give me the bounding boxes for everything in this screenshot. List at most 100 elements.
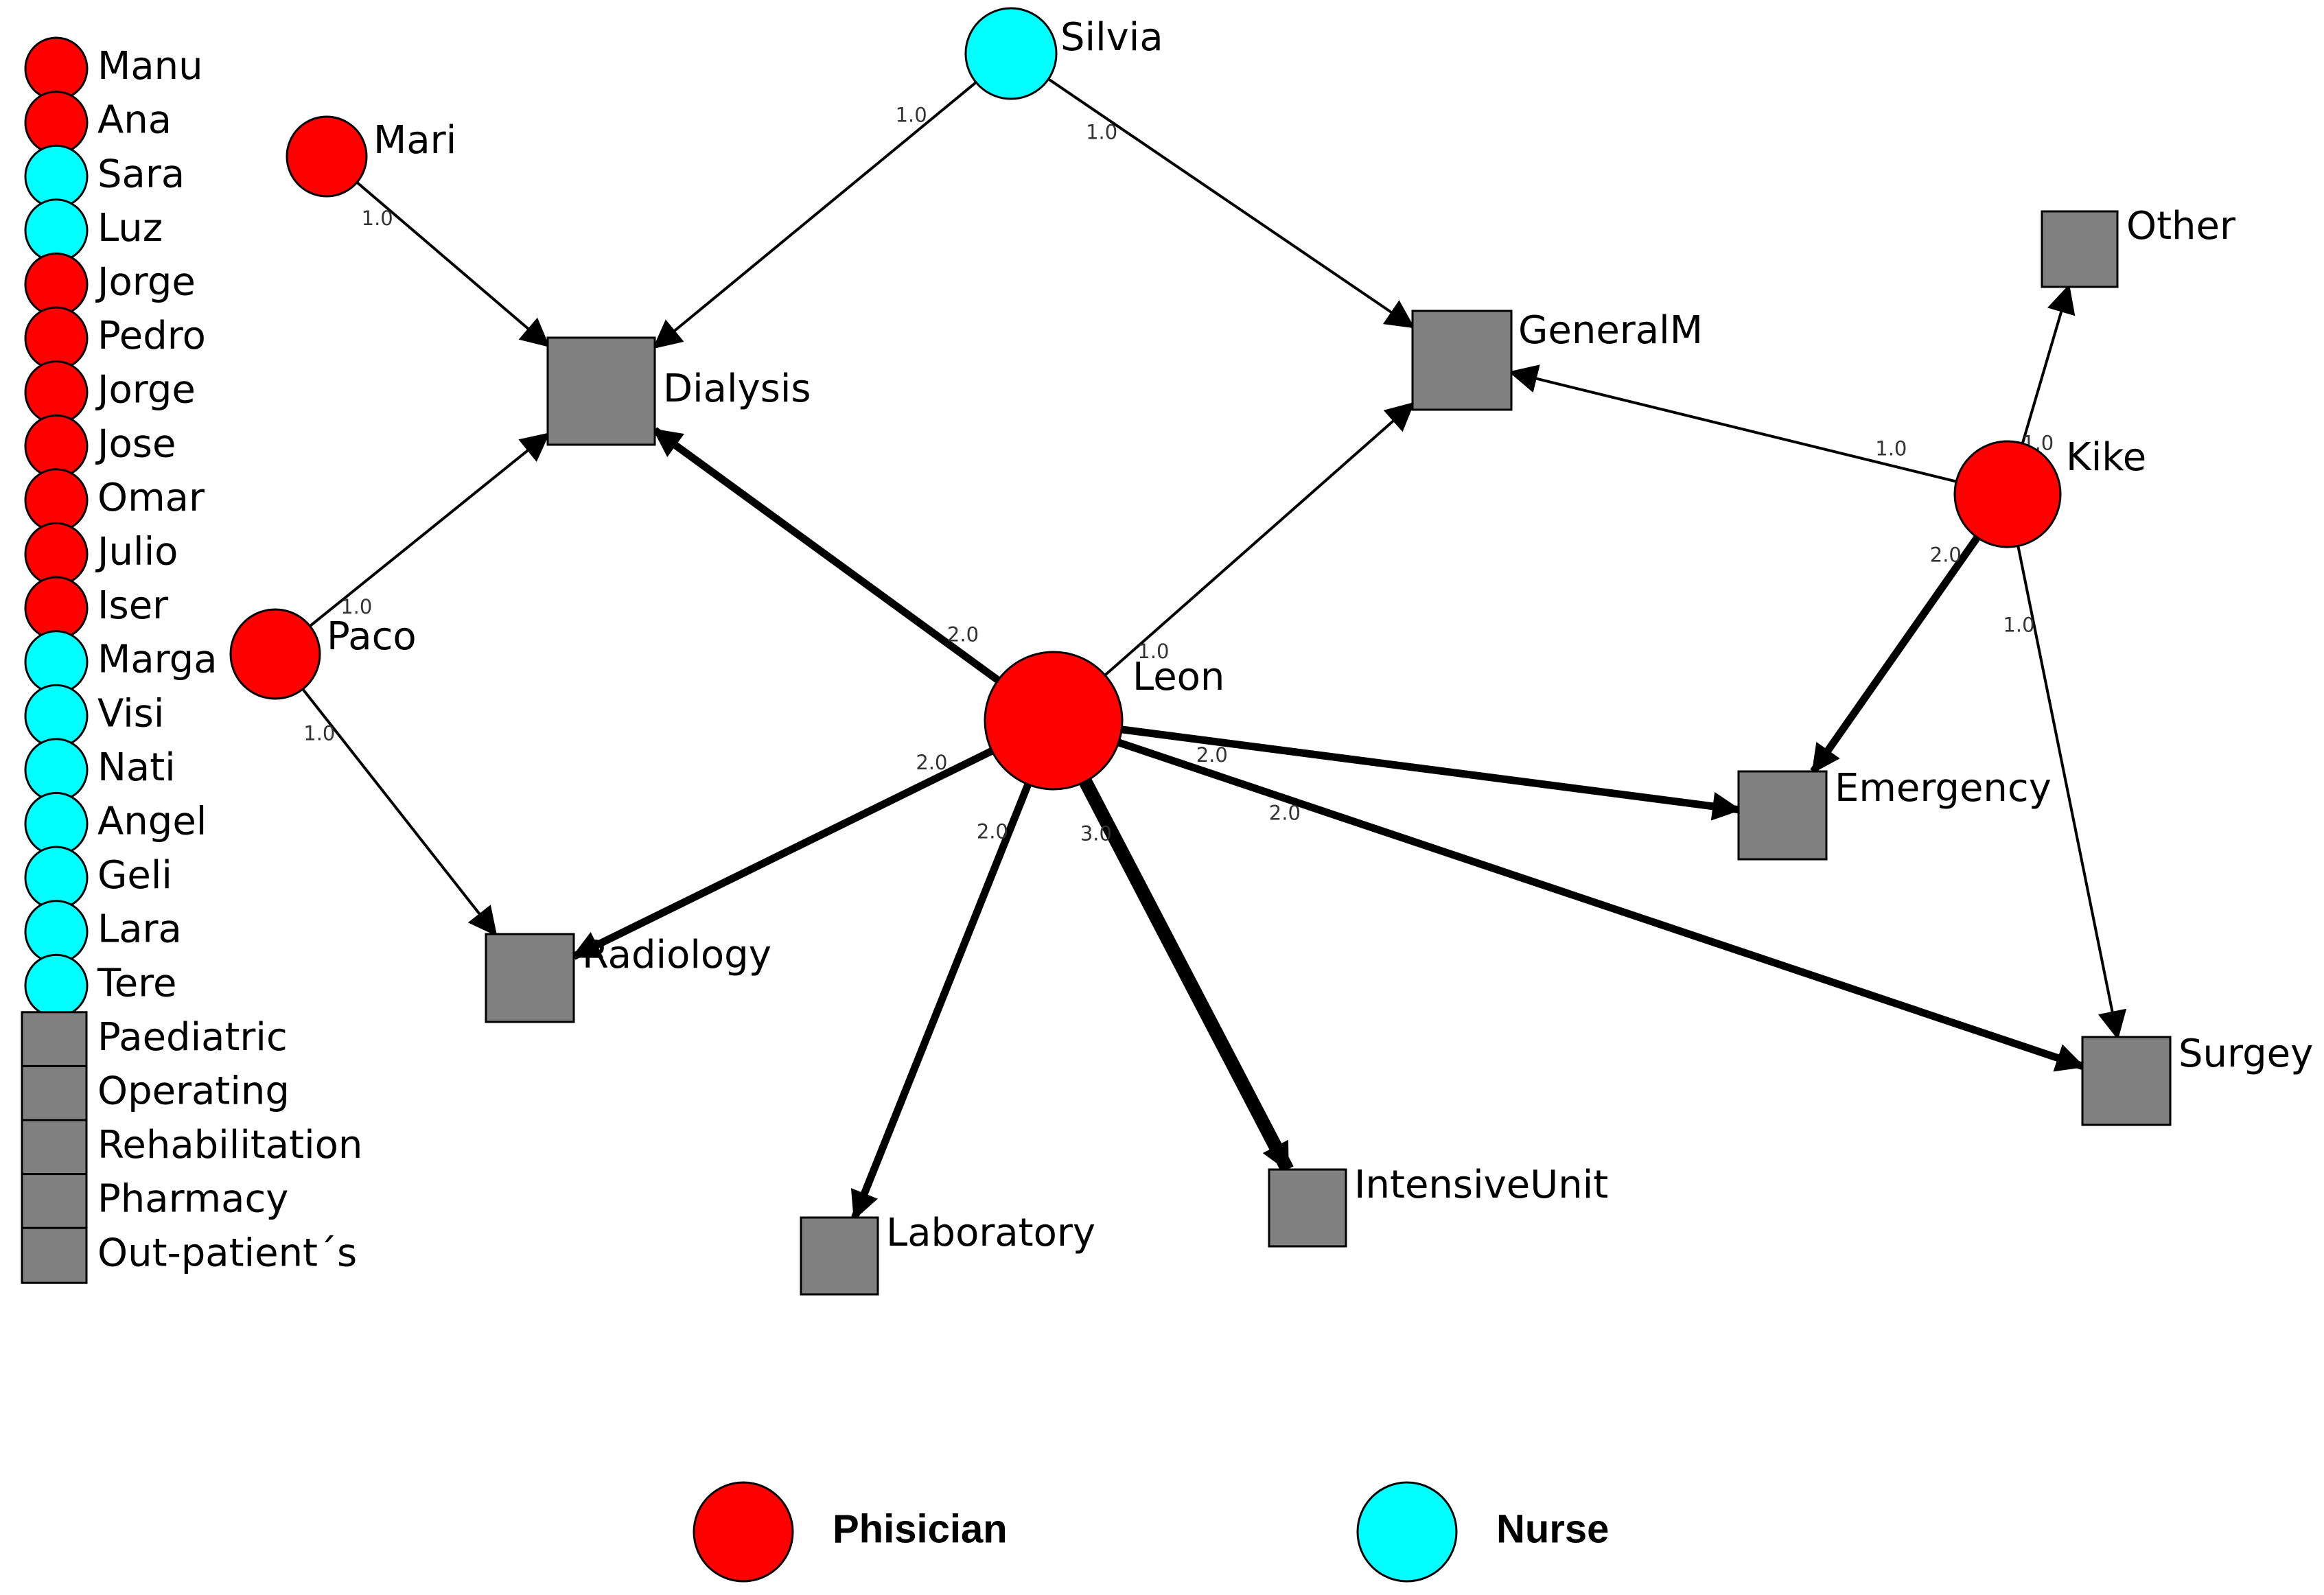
- node-label: Dialysis: [663, 366, 811, 411]
- edge-leon-laboratory: [850, 757, 1042, 1220]
- isolate-node-label: Jorge: [95, 260, 196, 305]
- isolate-node-label: Out-patient´s: [97, 1231, 357, 1275]
- edge-paco-dialysis: [295, 432, 550, 639]
- edge-kike-other: [2015, 283, 2076, 465]
- isolate-node-label: Visi: [97, 691, 164, 736]
- edge-weight-label: 2.0: [1269, 801, 1301, 824]
- isolate-node-label: Ana: [97, 98, 172, 143]
- isolate-node-operating[interactable]: Operating: [21, 1064, 290, 1122]
- isolate-node-label: Omar: [97, 476, 205, 520]
- node-intensiveunit[interactable]: IntensiveUnit: [1268, 1163, 1608, 1248]
- isolate-node-sara[interactable]: Sara: [24, 144, 185, 209]
- node-label: Leon: [1132, 655, 1224, 699]
- node-kike[interactable]: Kike: [1953, 435, 2146, 548]
- edge-weight-label: 1.0: [362, 207, 393, 230]
- node-other[interactable]: Other: [2041, 204, 2236, 288]
- isolate-node-label: Jose: [95, 421, 176, 466]
- isolate-node-jose[interactable]: Jose: [24, 414, 176, 478]
- nurse-circle-icon: [24, 953, 89, 1018]
- isolate-node-label: Manu: [97, 44, 203, 89]
- isolate-node-iser[interactable]: Iser: [24, 576, 169, 640]
- nurse-circle-icon: [964, 7, 1058, 100]
- node-leon[interactable]: Leon: [984, 651, 1224, 791]
- edge-kike-generalm: [1508, 364, 1977, 488]
- physician-circle-icon: [286, 115, 368, 198]
- service-square-icon: [2081, 1036, 2172, 1126]
- service-square-icon: [485, 933, 575, 1023]
- isolate-node-out-patient-s[interactable]: Out-patient´s: [21, 1226, 357, 1284]
- edge-silvia-generalm: [1032, 67, 1415, 329]
- isolate-node-angel[interactable]: Angel: [24, 791, 207, 856]
- isolate-node-tere[interactable]: Tere: [24, 953, 176, 1018]
- node-laboratory[interactable]: Laboratory: [800, 1211, 1095, 1296]
- edge-weight-label: 2.0: [1196, 743, 1228, 767]
- edge-paco-radiology: [290, 674, 498, 937]
- isolate-node-julio[interactable]: Julio: [24, 522, 178, 586]
- physician-circle-icon: [24, 360, 89, 425]
- isolate-node-label: Tere: [97, 961, 176, 1005]
- physician-circle-icon: [984, 651, 1124, 791]
- node-silvia[interactable]: Silvia: [964, 7, 1163, 100]
- edge-weight-label: 2.0: [977, 819, 1008, 843]
- service-square-icon: [1268, 1168, 1347, 1248]
- node-label: Emergency: [1835, 766, 2052, 811]
- nurse-circle-icon: [24, 684, 89, 748]
- node-label: Paco: [327, 614, 417, 659]
- isolate-node-jorge[interactable]: Jorge: [24, 252, 196, 316]
- nurse-circle-icon: [24, 791, 89, 856]
- physician-circle-icon: [24, 36, 89, 101]
- isolate-node-label: Rehabilitation: [97, 1123, 362, 1167]
- service-square-icon: [2041, 210, 2119, 288]
- service-square-icon: [1411, 310, 1513, 411]
- isolate-node-paediatric[interactable]: Paediatric: [21, 1011, 288, 1069]
- isolate-node-marga[interactable]: Marga: [24, 630, 218, 695]
- edge-kike-surgey: [2012, 524, 2127, 1040]
- isolate-node-label: Iser: [97, 583, 169, 628]
- isolate-node-nati[interactable]: Nati: [24, 738, 176, 802]
- service-square-icon: [21, 1119, 88, 1176]
- node-label: IntensiveUnit: [1354, 1163, 1608, 1207]
- isolate-node-luz[interactable]: Luz: [24, 198, 163, 263]
- edge-leon-intensiveunit: [1066, 754, 1294, 1173]
- node-dialysis[interactable]: Dialysis: [546, 336, 811, 446]
- isolate-node-visi[interactable]: Visi: [24, 684, 164, 748]
- service-square-icon: [21, 1064, 88, 1122]
- node-radiology[interactable]: Radiology: [485, 933, 771, 1023]
- edge-weight-label: 1.0: [303, 721, 335, 745]
- legend-item-nurse: Nurse: [1356, 1481, 1609, 1583]
- legend-label: Nurse: [1496, 1506, 1609, 1551]
- isolate-node-lara[interactable]: Lara: [24, 900, 182, 964]
- node-label: Mari: [373, 118, 456, 163]
- isolate-node-label: Pedro: [97, 314, 206, 358]
- edge-weight-label: 1.0: [2003, 613, 2034, 636]
- legend-label: Phisician: [833, 1506, 1008, 1551]
- service-square-icon: [800, 1216, 879, 1296]
- node-mari[interactable]: Mari: [286, 115, 456, 198]
- isolate-node-rehabilitation[interactable]: Rehabilitation: [21, 1119, 362, 1176]
- isolate-node-geli[interactable]: Geli: [24, 846, 172, 910]
- node-paco[interactable]: Paco: [229, 608, 417, 700]
- isolate-node-omar[interactable]: Omar: [24, 468, 205, 533]
- node-emergency[interactable]: Emergency: [1737, 766, 2052, 861]
- isolate-node-ana[interactable]: Ana: [24, 91, 172, 155]
- node-surgey[interactable]: Surgey: [2081, 1032, 2313, 1126]
- isolate-node-pedro[interactable]: Pedro: [24, 306, 206, 371]
- service-square-icon: [21, 1011, 88, 1069]
- physician-circle-icon: [24, 252, 89, 316]
- service-square-icon: [21, 1226, 88, 1284]
- physician-circle-icon: [24, 468, 89, 533]
- isolate-node-pharmacy[interactable]: Pharmacy: [21, 1173, 288, 1231]
- isolate-node-jorge[interactable]: Jorge: [24, 360, 196, 425]
- edge-weight-label: 3.0: [1080, 822, 1112, 845]
- isolate-nodes-column: ManuAnaSaraLuzJorgePedroJorgeJoseOmarJul…: [21, 36, 362, 1284]
- isolate-node-label: Paediatric: [97, 1015, 288, 1060]
- isolate-node-manu[interactable]: Manu: [24, 36, 203, 101]
- node-label: GeneralM: [1518, 308, 1703, 353]
- edge-leon-emergency: [1093, 722, 1742, 821]
- node-generalm[interactable]: GeneralM: [1411, 308, 1703, 411]
- edge-weight-label: 1.0: [1086, 121, 1117, 144]
- physician-circle-icon: [24, 91, 89, 155]
